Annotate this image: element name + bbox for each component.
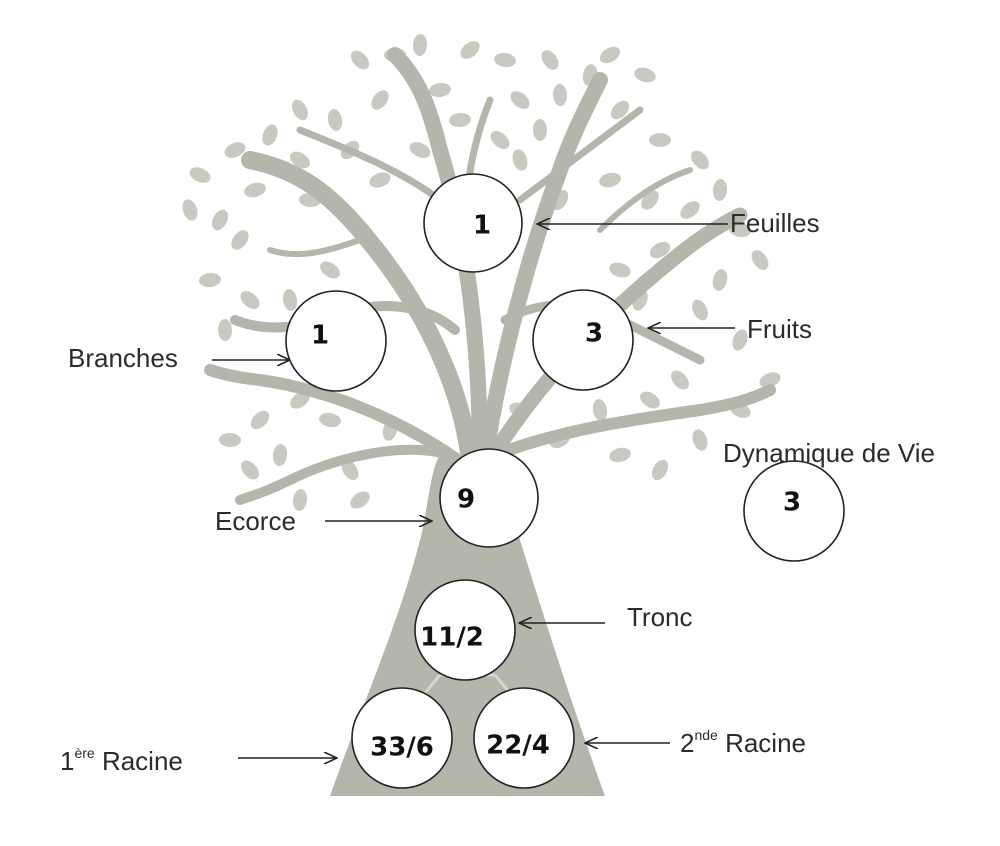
leaf <box>712 179 728 201</box>
label-racine2-num: 2 <box>680 728 695 758</box>
leaf <box>599 172 621 188</box>
label-racine1: 1ère Racine <box>60 745 183 776</box>
leaf <box>341 460 359 480</box>
arrows <box>212 224 735 758</box>
leaf <box>692 429 708 451</box>
leaf <box>680 201 700 219</box>
leaf <box>250 410 270 430</box>
label-racine1-text: Racine <box>101 746 183 776</box>
leaf <box>732 329 748 351</box>
label-branches: Branches <box>68 343 178 373</box>
circle-branches: 1 <box>285 290 387 392</box>
leaf <box>494 52 516 68</box>
leaf <box>460 41 480 59</box>
leaf <box>217 319 233 341</box>
leaf <box>609 262 631 278</box>
circle-branches-value: 1 <box>311 321 329 351</box>
leaf <box>712 269 728 291</box>
leaf <box>510 91 530 109</box>
circle-feuilles-value: 1 <box>473 211 491 241</box>
leaf <box>319 412 341 428</box>
leaf <box>599 46 621 64</box>
leaf <box>640 391 660 409</box>
leaf <box>609 447 631 463</box>
leaf <box>649 132 671 148</box>
circle-fruits: 3 <box>532 289 634 391</box>
label-racine2: 2nde Racine <box>680 727 806 758</box>
leaf <box>429 82 451 98</box>
circle-tronc-value: 11/2 <box>420 623 484 653</box>
leaf <box>371 90 389 110</box>
leaf <box>350 50 370 70</box>
leaf <box>272 444 288 466</box>
leaf <box>532 119 548 141</box>
leaf <box>320 261 340 279</box>
circle-ecorce: 9 <box>439 448 539 548</box>
leaf <box>369 172 391 188</box>
circle-dynamique: 3 <box>743 460 845 562</box>
leaf <box>512 149 528 171</box>
leaf <box>231 230 249 250</box>
leaf <box>449 112 471 128</box>
leaf <box>541 50 559 70</box>
leaf <box>592 399 608 421</box>
circle-ecorce-value: 9 <box>457 485 475 515</box>
leaf <box>490 130 510 150</box>
circle-racine2-value: 22/4 <box>486 731 550 761</box>
leaf <box>634 67 656 83</box>
leaf <box>292 489 308 511</box>
circle-feuilles: 1 <box>423 173 523 273</box>
leaf <box>240 291 260 309</box>
leaf <box>182 199 198 221</box>
leaf <box>290 391 310 409</box>
leaf <box>692 299 708 321</box>
leaf <box>262 124 278 146</box>
circle-dynamique-value: 3 <box>783 488 801 518</box>
label-racine1-sup: ère <box>74 745 95 761</box>
leaf <box>759 372 781 388</box>
branches-shape <box>204 47 776 505</box>
label-dynamique-de-vie: Dynamique de Vie <box>723 438 935 468</box>
circle-racine1: 33/6 <box>351 687 453 789</box>
circle-tronc: 11/2 <box>414 579 516 681</box>
leaf <box>751 250 769 270</box>
label-racine1-num: 1 <box>60 746 75 776</box>
leaf <box>289 151 311 169</box>
leaf <box>199 272 221 288</box>
leaf <box>412 34 428 56</box>
leaf <box>219 432 241 448</box>
leaf <box>651 459 669 481</box>
leaf <box>649 241 671 259</box>
label-tronc: Tronc <box>627 602 693 632</box>
leaf <box>552 84 568 106</box>
leaf <box>327 109 343 131</box>
leaf <box>610 100 630 120</box>
leaf <box>729 222 751 238</box>
leaf <box>224 142 246 158</box>
leaf <box>244 182 266 198</box>
leaf <box>350 491 370 509</box>
circle-racine1-value: 33/6 <box>370 733 434 763</box>
leaf <box>690 150 710 170</box>
leaf <box>241 460 259 480</box>
leaf <box>211 209 229 231</box>
leaves-decoration <box>182 34 781 511</box>
label-racine2-sup: nde <box>694 727 718 743</box>
leaf <box>671 370 689 390</box>
label-feuilles: Feuilles <box>730 208 820 238</box>
leaf <box>189 167 211 183</box>
leaf <box>409 142 431 158</box>
label-racine2-text: Racine <box>725 728 806 758</box>
leaf <box>292 99 308 121</box>
label-ecorce: Ecorce <box>215 506 296 536</box>
circle-fruits-value: 3 <box>585 319 603 349</box>
label-fruits: Fruits <box>747 314 812 344</box>
circle-racine2: 22/4 <box>473 687 575 789</box>
leaf <box>282 289 298 311</box>
